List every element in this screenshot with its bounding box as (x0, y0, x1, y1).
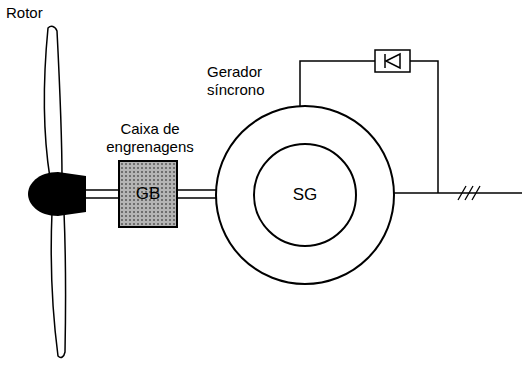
excitation-wire (410, 61, 438, 193)
node-text: SG (293, 185, 318, 205)
three-phase-mark (472, 186, 480, 200)
generator-circle: SG (253, 143, 357, 247)
circle-outline (216, 106, 394, 284)
three-phase-mark (465, 186, 473, 200)
rotor-blade (44, 26, 62, 178)
generator-circle: Gerador síncronoSG (215, 105, 395, 285)
grid-line (394, 192, 522, 194)
three-phase-mark (458, 186, 466, 200)
rotor-shaft (86, 189, 119, 191)
node-text: GB (136, 184, 161, 204)
rectifier-box (375, 50, 410, 72)
rotor-hub (28, 172, 86, 216)
node-heading: Gerador síncrono (207, 63, 289, 99)
shaft-connector (178, 190, 216, 198)
rotor-shaft (86, 197, 119, 199)
part-label: Rotor (6, 4, 43, 21)
circle-outline (254, 144, 356, 246)
rotor-blade (51, 212, 65, 357)
gearbox-box: GBCaixa de engrenagens (118, 160, 178, 228)
diode-symbol (386, 54, 400, 68)
node-heading: Caixa de engrenagens (94, 120, 206, 156)
